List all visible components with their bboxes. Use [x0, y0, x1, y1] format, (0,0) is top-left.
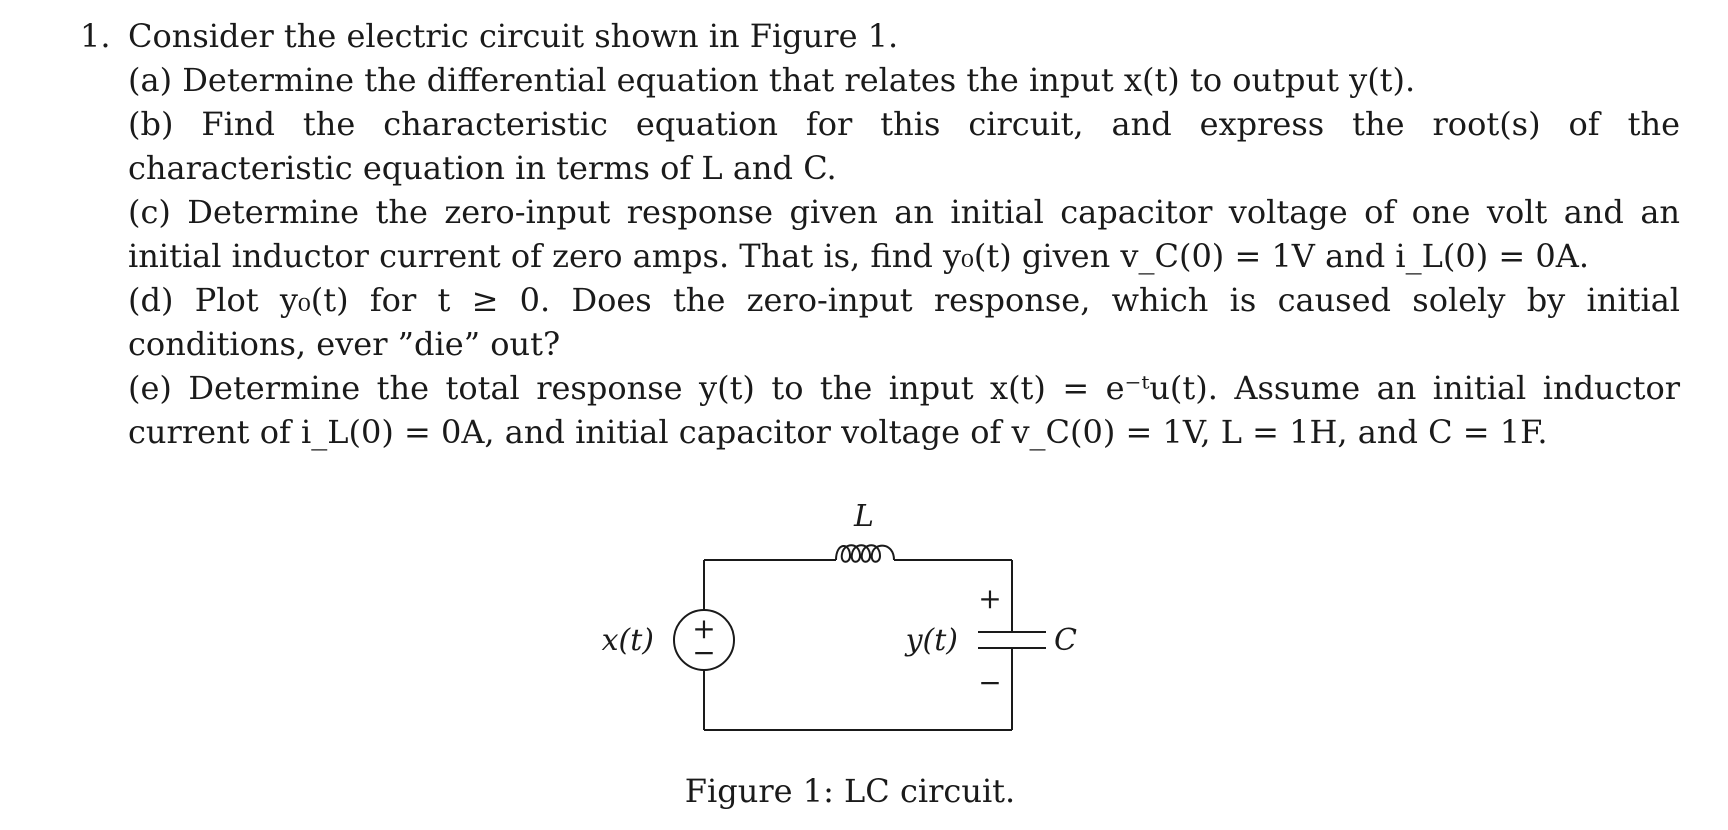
output-label: y(t) [904, 623, 958, 658]
inductor-coil [835, 544, 895, 563]
problem-parts: (a) Determine the differential equation … [128, 58, 1680, 454]
source-plus-sign: + [692, 612, 715, 645]
problem-header: 1. Consider the electric circuit shown i… [80, 14, 1680, 58]
capacitor-plus-sign: + [978, 582, 1001, 615]
problem-1: 1. Consider the electric circuit shown i… [80, 14, 1680, 454]
capacitor-label: C [1054, 623, 1077, 658]
lc-circuit-diagram: L + − x(t) + − y(t) C [602, 499, 1077, 731]
part-b: (b) Find the characteristic equation for… [128, 105, 1680, 187]
part-d: (d) Plot y₀(t) for t ≥ 0. Does the zero-… [128, 281, 1680, 363]
source-minus-sign: − [692, 636, 715, 669]
part-e: (e) Determine the total response y(t) to… [128, 369, 1680, 451]
voltage-source-circle [673, 609, 735, 671]
part-c: (c) Determine the zero-input response gi… [128, 193, 1680, 275]
source-label: x(t) [602, 623, 654, 658]
figure-caption: Figure 1: LC circuit. [684, 772, 1016, 810]
capacitor-minus-sign: − [978, 666, 1001, 699]
circuit-wires [703, 559, 1013, 731]
part-a: (a) Determine the differential equation … [128, 61, 1416, 99]
problem-intro: Consider the electric circuit shown in F… [128, 17, 899, 55]
inductor-label: L [853, 499, 874, 534]
problem-number: 1. [80, 17, 111, 55]
